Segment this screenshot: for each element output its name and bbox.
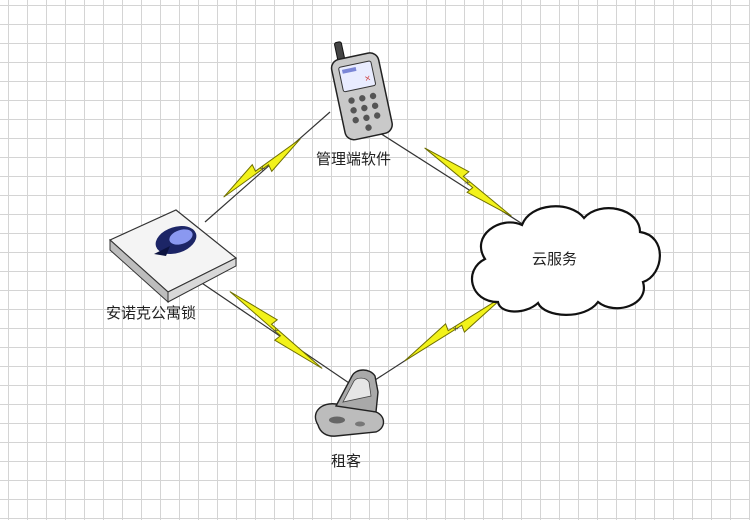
lock-label: 安诺克公寓锁 bbox=[106, 304, 197, 322]
lightning-bolt-icon: × bbox=[424, 147, 512, 217]
svg-text:×: × bbox=[451, 324, 461, 334]
manager-label: 管理端软件 bbox=[316, 150, 392, 168]
link-line-lock-manager bbox=[204, 111, 331, 223]
cell-phone-icon: × bbox=[330, 41, 393, 141]
tenant-label: 租客 bbox=[331, 452, 362, 470]
svg-text:×: × bbox=[271, 326, 280, 336]
cloud-label: 云服务 bbox=[532, 250, 578, 268]
link-line-lock-tenant bbox=[189, 274, 353, 386]
lightning-bolt-icon: × bbox=[229, 291, 323, 369]
lightning-bolt-icon: × bbox=[223, 138, 301, 198]
cloud-icon bbox=[470, 205, 661, 316]
link-line-manager-cloud bbox=[371, 127, 536, 233]
svg-text:×: × bbox=[363, 73, 371, 83]
svg-text:×: × bbox=[463, 178, 472, 188]
svg-text:×: × bbox=[258, 164, 268, 174]
smart-lock-icon bbox=[108, 209, 238, 304]
flip-phone-icon bbox=[314, 369, 385, 437]
